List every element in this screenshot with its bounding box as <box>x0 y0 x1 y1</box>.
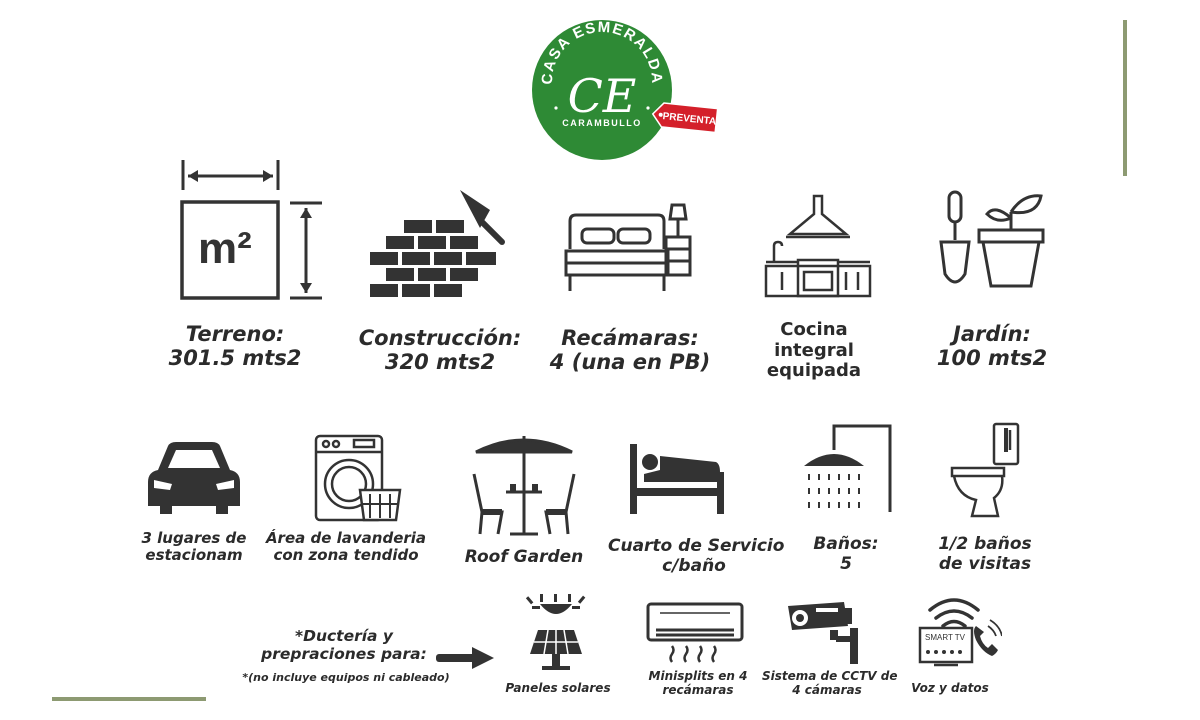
voz-datos-label: Voz y datos <box>911 681 989 695</box>
terreno-label: Terreno:301.5 mts2 <box>168 322 302 371</box>
brick-wall-trowel-icon <box>368 188 508 303</box>
paneles-solares-label: Paneles solares <box>505 681 611 695</box>
umbrella-table-icon <box>470 434 578 540</box>
washing-machine-icon <box>314 434 404 522</box>
car-icon <box>144 440 244 520</box>
solar-panel-icon <box>524 594 588 674</box>
arrow-right-icon <box>434 645 496 671</box>
roof-garden-label: Roof Garden <box>464 547 584 567</box>
construccion-label: Construcción:320 mts2 <box>358 326 522 375</box>
air-conditioner-icon <box>646 602 744 664</box>
bed-person-icon <box>628 442 726 516</box>
right-accent-line <box>1123 20 1127 176</box>
smart-tv-text: SMART TV <box>925 633 966 642</box>
area-m2-icon: m² <box>178 158 324 303</box>
jardin-label: Jardín:100 mts2 <box>936 322 1048 371</box>
garden-icon <box>937 190 1047 290</box>
cctv-camera-icon <box>786 598 862 666</box>
bedroom-icon <box>562 203 694 295</box>
logo-location-text: CARAMBULLO <box>562 118 642 128</box>
ducteria-footnote: *(no incluye equipos ni cableado) <box>242 671 450 684</box>
smart-tv-phone-icon: SMART TV <box>916 596 1002 668</box>
kitchen-icon <box>762 194 874 300</box>
banos-label: Baños:5 <box>813 534 879 574</box>
casa-esmeralda-logo: CASA ESMERALDA CARAMBULLO CE PREVENTA <box>530 10 725 160</box>
area-m2-text: m² <box>198 224 252 273</box>
toilet-icon <box>948 420 1022 520</box>
shower-icon <box>800 420 896 516</box>
recamaras-label: Recámaras:4 (una en PB) <box>549 326 711 375</box>
bottom-accent-line <box>52 697 206 701</box>
logo-monogram: CE <box>568 69 637 123</box>
